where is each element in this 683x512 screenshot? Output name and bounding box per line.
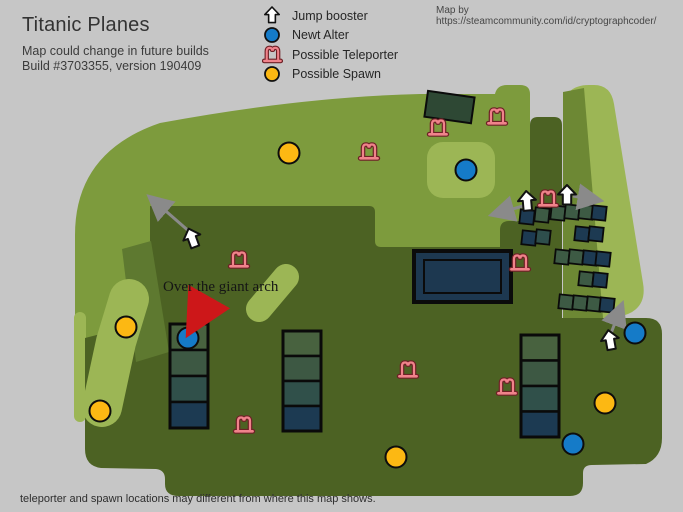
crate — [534, 228, 552, 246]
subtitle-line-1: Map could change in future builds — [22, 44, 209, 58]
spawn-marker — [114, 315, 138, 339]
spawn-icon — [260, 65, 284, 84]
pool-inner-line — [423, 259, 502, 294]
crate — [591, 271, 609, 289]
legend: Jump booster Newt Alter Possible Telepor… — [260, 6, 398, 84]
building-outline — [519, 333, 561, 439]
map-credit: Map by https://steamcommunity.com/id/cry… — [436, 5, 657, 27]
spawn-marker — [88, 399, 112, 423]
giant-arch-left-leg — [82, 279, 149, 427]
legend-row-spawn: Possible Spawn — [260, 65, 398, 85]
jump-booster-icon — [260, 6, 284, 25]
crate — [563, 203, 581, 221]
building-cell — [281, 404, 323, 433]
rotated-building — [423, 89, 476, 125]
map-footnote: teleporter and spawn locations may diffe… — [20, 493, 376, 505]
legend-row-newt-alter: Newt Alter — [260, 26, 398, 46]
booster-trajectory-line — [487, 195, 524, 222]
legend-label: Possible Teleporter — [292, 47, 399, 62]
spawn-marker — [593, 391, 617, 415]
structures — [412, 89, 513, 304]
legend-row-teleporter: Possible Teleporter — [260, 45, 398, 65]
legend-label: Jump booster — [292, 8, 368, 23]
terrain-main-field — [85, 117, 662, 496]
legend-label: Newt Alter — [292, 28, 349, 43]
crate — [577, 270, 595, 288]
giant-arch-right-leg — [246, 264, 299, 322]
terrain-left-sliver — [74, 312, 86, 422]
crate — [598, 296, 616, 314]
newt-alter-marker — [623, 321, 647, 345]
crate — [533, 206, 551, 224]
building-cell — [519, 410, 561, 439]
crate — [518, 208, 536, 226]
building-cell — [168, 348, 210, 378]
building-cell — [168, 400, 210, 430]
building-cell — [519, 359, 561, 388]
crate — [594, 250, 612, 268]
annotation-group: Over the giant arch — [163, 279, 279, 339]
crate — [573, 225, 591, 243]
annotation-arrow — [185, 284, 231, 339]
building-cell — [281, 329, 323, 358]
crate — [557, 293, 575, 311]
building-cell — [519, 384, 561, 413]
subtitle-line-2: Build #3703355, version 190409 — [22, 59, 202, 73]
annotation-label: Over the giant arch — [163, 279, 279, 295]
page-subtitle: Map could change in future builds Build … — [22, 44, 209, 74]
booster-trajectory-line — [601, 299, 627, 337]
legend-label: Possible Spawn — [292, 67, 381, 82]
booster-trajectory-line — [572, 183, 605, 211]
building-cell — [281, 379, 323, 408]
newt-alter-marker — [454, 158, 478, 182]
teleporter-icon — [260, 45, 284, 64]
booster-trajectory-line — [146, 194, 192, 235]
newt-alter-marker — [176, 326, 200, 350]
pool-outer — [412, 249, 513, 304]
building-cell — [519, 333, 561, 362]
crate — [567, 248, 585, 266]
building-cell — [168, 374, 210, 404]
newt-alter-icon — [260, 26, 284, 45]
building-outline — [281, 329, 323, 433]
newt-alter-marker — [561, 432, 585, 456]
crate — [590, 204, 608, 222]
legend-row-jump-booster: Jump booster — [260, 6, 398, 26]
page-title: Titanic Planes — [22, 14, 150, 36]
spawn-marker — [277, 141, 301, 165]
spawn-marker — [384, 445, 408, 469]
crate — [553, 248, 571, 266]
building-cell — [281, 354, 323, 383]
crate — [571, 294, 589, 312]
crate — [587, 225, 605, 243]
